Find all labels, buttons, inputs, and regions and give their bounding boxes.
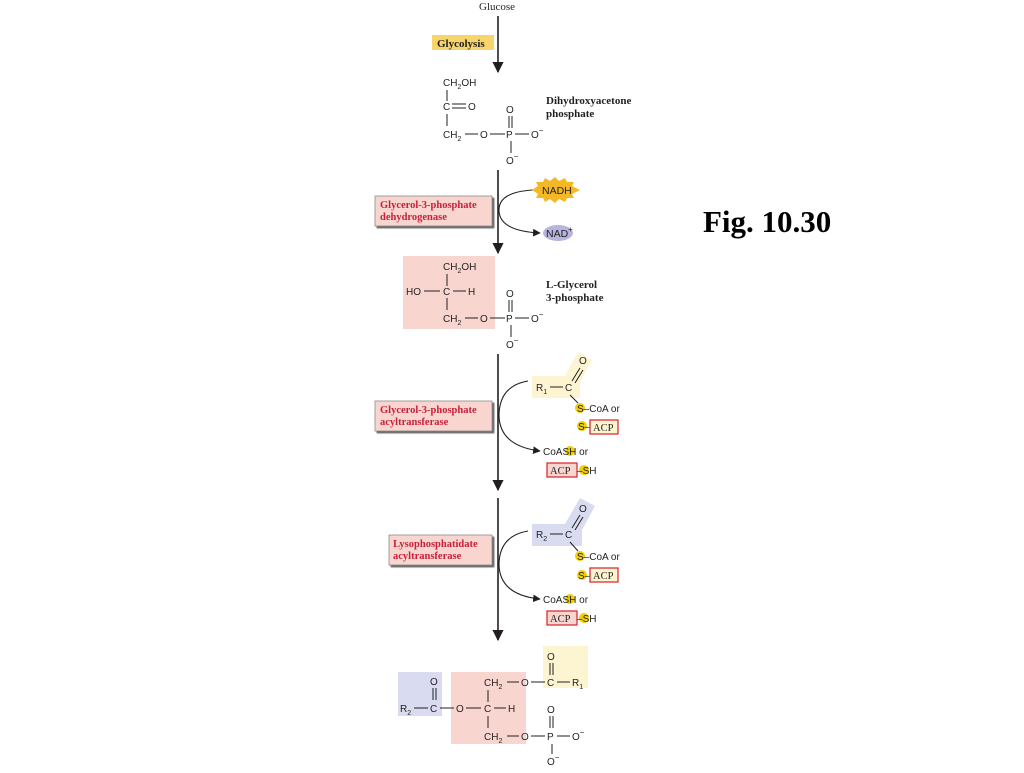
dhap-name-line1: Dihydroxyacetone bbox=[546, 95, 631, 107]
svg-text:O−: O− bbox=[531, 126, 544, 141]
svg-text:CH2: CH2 bbox=[443, 130, 461, 143]
glycolysis-label: Glycolysis bbox=[437, 38, 485, 50]
svg-text:O: O bbox=[430, 677, 438, 688]
svg-text:C: C bbox=[565, 383, 572, 394]
svg-text:CoASH or: CoASH or bbox=[543, 595, 589, 606]
svg-text:O: O bbox=[547, 705, 555, 716]
svg-text:O: O bbox=[456, 704, 464, 715]
svg-text:S–: S– bbox=[578, 571, 591, 582]
svg-text:O−: O− bbox=[572, 728, 585, 743]
svg-text:CoASH or: CoASH or bbox=[543, 447, 589, 458]
svg-text:O−: O− bbox=[531, 310, 544, 325]
dhap-name-line2: phosphate bbox=[546, 108, 594, 120]
svg-text:C: C bbox=[443, 102, 450, 113]
enzyme-lyso-acyltransferase-line2: acyltransferase bbox=[393, 551, 462, 562]
nad-label: NAD+ bbox=[546, 225, 573, 240]
glucose-label: Glucose bbox=[479, 1, 515, 13]
svg-text:R2: R2 bbox=[536, 530, 547, 543]
acp-label-1: ACP bbox=[593, 423, 614, 434]
svg-text:S–CoA or: S–CoA or bbox=[577, 552, 620, 563]
svg-text:O: O bbox=[579, 504, 587, 515]
enzyme-box-g3p-acyltransferase bbox=[374, 400, 493, 432]
svg-text:O−: O− bbox=[506, 152, 519, 167]
svg-text:C: C bbox=[484, 704, 491, 715]
svg-text:O: O bbox=[547, 652, 555, 663]
svg-text:O: O bbox=[506, 105, 514, 116]
enzyme-box-dehydrogenase bbox=[374, 195, 493, 227]
enzyme-box-lyso-acyltransferase bbox=[388, 534, 493, 566]
enzyme-dehydrogenase-line1: Glycerol-3-phosphate bbox=[380, 200, 477, 211]
enzyme-g3p-acyltransferase-line1: Glycerol-3-phosphate bbox=[380, 405, 477, 416]
acp-box-2 bbox=[589, 567, 619, 583]
figure-number: Fig. 10.30 bbox=[703, 204, 832, 239]
nadh-burst-icon bbox=[532, 177, 580, 203]
nadh-label: NADH bbox=[542, 185, 572, 197]
nad-oval-icon bbox=[543, 225, 573, 241]
svg-text:CH2: CH2 bbox=[484, 678, 502, 691]
cofactor-curve-3 bbox=[498, 530, 541, 603]
svg-text:S–: S– bbox=[578, 422, 591, 433]
svg-text:P: P bbox=[506, 130, 513, 141]
phosphatidate-structure: CH2 O C O R1 R2 C O O C H CH2 O P O O− bbox=[400, 652, 585, 768]
svg-text:O−: O− bbox=[547, 753, 560, 768]
svg-text:CH2OH: CH2OH bbox=[443, 78, 476, 91]
product-pink-box bbox=[451, 672, 526, 744]
glycerol-pink-box bbox=[403, 256, 495, 329]
acp-label-2: ACP bbox=[593, 571, 614, 582]
acyl-donor-cream-shape bbox=[532, 352, 592, 398]
coash-product-2: CoASH or ACP –SH bbox=[543, 594, 596, 626]
svg-text:O: O bbox=[480, 130, 488, 141]
svg-text:P: P bbox=[506, 314, 513, 325]
svg-text:ACP: ACP bbox=[550, 614, 571, 625]
svg-text:ACP: ACP bbox=[550, 466, 571, 477]
cofactor-curve-1 bbox=[498, 189, 541, 237]
enzyme-g3p-acyltransferase-line2: acyltransferase bbox=[380, 417, 449, 428]
svg-text:S–CoA or: S–CoA or bbox=[577, 404, 620, 415]
cofactor-curve-2 bbox=[498, 380, 541, 454]
coash-product-1: CoASH or ACP –SH bbox=[543, 446, 596, 478]
svg-text:CH2: CH2 bbox=[484, 732, 502, 745]
svg-text:H: H bbox=[468, 287, 475, 298]
svg-text:C: C bbox=[565, 530, 572, 541]
enzyme-lyso-acyltransferase-line1: Lysophosphatidate bbox=[393, 539, 478, 550]
dhap-structure: CH2OH C O CH2 O P O O− O− bbox=[443, 78, 544, 167]
svg-text:C: C bbox=[443, 287, 450, 298]
glycerol-3-phosphate-structure: CH2OH HO C H CH2 O P O O− O− bbox=[406, 262, 544, 351]
svg-text:O: O bbox=[521, 732, 529, 743]
product-blue-box bbox=[398, 672, 442, 716]
enzyme-dehydrogenase-line2: dehydrogenase bbox=[380, 212, 447, 223]
svg-text:CH2OH: CH2OH bbox=[443, 262, 476, 275]
svg-text:C: C bbox=[547, 678, 554, 689]
acyl-coa-2-structure: R2 C O S–CoA or S– bbox=[536, 504, 620, 582]
svg-text:O: O bbox=[579, 356, 587, 367]
svg-text:O−: O− bbox=[506, 336, 519, 351]
svg-text:O: O bbox=[506, 289, 514, 300]
svg-text:HO: HO bbox=[406, 287, 421, 298]
svg-text:–SH: –SH bbox=[577, 614, 596, 625]
svg-text:R1: R1 bbox=[572, 678, 583, 691]
acyl-coa-1-structure: R1 C O S–CoA or S– bbox=[536, 356, 620, 433]
svg-text:CH2: CH2 bbox=[443, 314, 461, 327]
svg-text:P: P bbox=[547, 732, 554, 743]
svg-text:R2: R2 bbox=[400, 704, 411, 717]
svg-text:O: O bbox=[521, 678, 529, 689]
acp-box-1 bbox=[589, 419, 619, 435]
svg-text:C: C bbox=[430, 704, 437, 715]
svg-text:O: O bbox=[480, 314, 488, 325]
acyl-donor-blue-shape bbox=[532, 498, 595, 546]
g3p-name-line1: L-Glycerol bbox=[546, 279, 597, 291]
g3p-name-line2: 3-phosphate bbox=[546, 292, 604, 304]
svg-text:R1: R1 bbox=[536, 383, 547, 396]
svg-text:–SH: –SH bbox=[577, 466, 596, 477]
svg-text:H: H bbox=[508, 704, 515, 715]
svg-text:O: O bbox=[468, 102, 476, 113]
glycolysis-box bbox=[432, 35, 494, 50]
